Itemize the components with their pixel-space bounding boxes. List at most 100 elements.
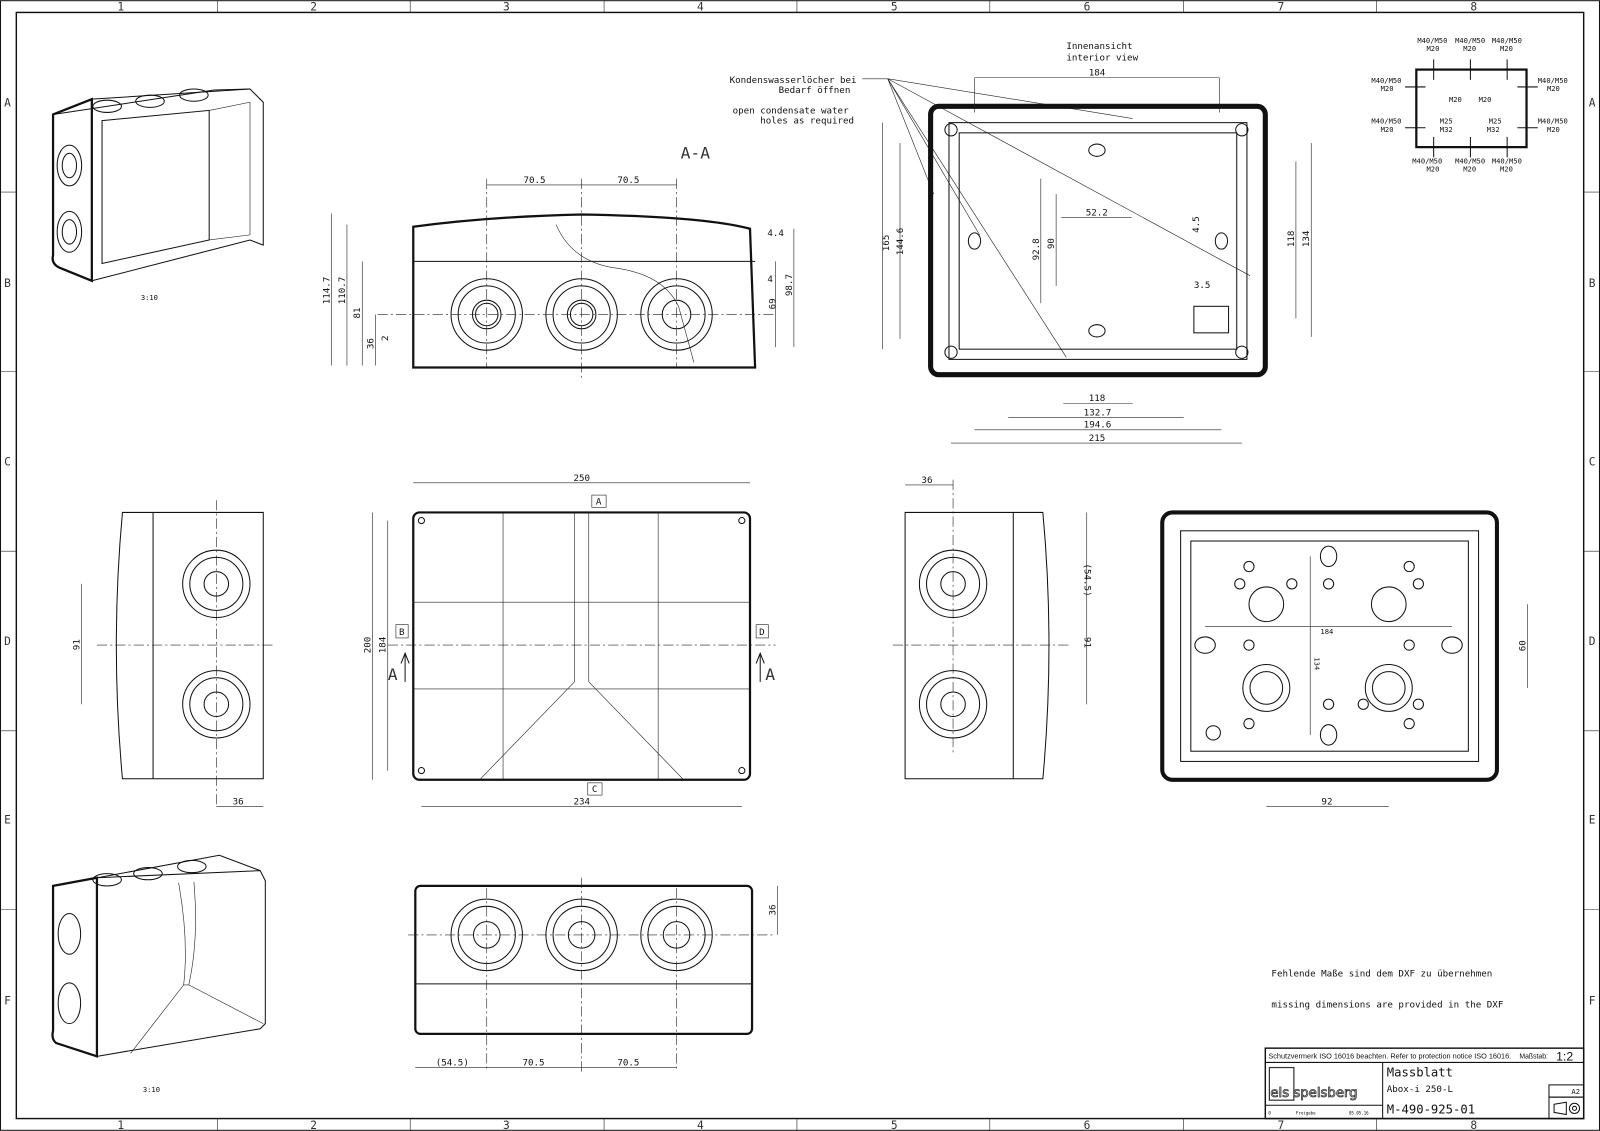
dimension: 98.7 [784,274,795,296]
section-marker: A [388,665,398,684]
entry-label: M40/M50 [1492,36,1522,45]
bottom-view: 184 134 60 92 [1160,510,1529,807]
dimension: 36 [233,796,244,807]
column-label: 3 [503,0,510,13]
dimension: 118 [1089,393,1106,404]
sheet-type: Massblatt [1387,1066,1453,1080]
column-label: 4 [697,1119,704,1131]
column-label: 7 [1278,0,1285,13]
entry-label: M20 [1463,44,1476,53]
dimension: 134 [1301,230,1312,247]
entry-label: M32 [1440,125,1453,134]
dimension: 91 [1082,637,1093,648]
dimension: 36 [365,338,376,349]
scale-label: 3:10 [143,1085,160,1094]
entry-label: M20 [1381,84,1394,93]
dimension: 92 [1321,796,1332,807]
entry-label: M20 [1427,165,1440,174]
entry-label: M20 [1381,125,1394,134]
column-label: 8 [1470,0,1477,13]
release-date: 05.05.16 [1349,1110,1369,1115]
left-side-view: 91 36 [72,500,276,807]
dimension: 4 [767,274,773,285]
dimension: 60 [1518,640,1529,651]
svg-text:els spelsberg: els spelsberg [1270,1086,1357,1101]
dimension: 132.7 [1084,408,1112,419]
row-label: C [1589,456,1596,469]
dimension: 165 [881,235,892,252]
condensate-note-en: holes as required [760,116,854,127]
column-label: 1 [117,0,124,13]
dimension: (54.5) [1082,563,1093,596]
condensate-note-en: open condensate water [733,105,849,116]
dimension: 92.8 [1031,238,1042,260]
dimension: 90 [1046,238,1057,249]
interior-title: Innenansicht [1066,41,1132,52]
entry-label: M20 [1547,84,1560,93]
datum-label: C [592,784,598,795]
row-label: E [1589,814,1596,827]
datum-label: D [759,627,765,638]
interior-view: Innenansicht interior view Kondenswasser… [730,41,1313,444]
isometric-view-closed: 3:10 [51,854,266,1094]
condensate-note: Kondenswasserlöcher bei [730,75,857,86]
scale-label: Maßstab: [1519,1052,1548,1060]
column-label: 4 [697,0,704,13]
dimension: 3.5 [1194,280,1211,291]
dimension: 184 [1320,627,1333,636]
dimension: 215 [1089,433,1106,444]
dimension: 134 [1312,657,1321,670]
isometric-view-open: 3:10 [51,88,264,302]
protection-notice: Schutzvermerk ISO 16016 beachten. Refer … [1268,1052,1511,1060]
front-view: (54.5) 70.5 70.5 36 [408,877,779,1072]
row-label: B [4,277,11,290]
dimension: 81 [352,308,363,319]
dimension: 70.5 [617,175,639,186]
scale-value: 1:2 [1556,1049,1573,1063]
entry-label: M25 [1489,117,1502,126]
column-label: 3 [503,1119,510,1131]
title-block: Schutzvermerk ISO 16016 beachten. Refer … [1264,1047,1585,1120]
note-de: Fehlende Maße sind dem DXF zu übernehmen [1271,969,1492,980]
product-name: Abox-i 250-L [1387,1084,1454,1095]
dimension: 250 [573,473,590,484]
dimension: 91 [72,639,83,650]
entry-label: M20 [1427,44,1440,53]
dimension: 194.6 [1084,420,1112,431]
column-label: 6 [1084,0,1091,13]
release-label: Freigabe [1296,1110,1316,1115]
dimension: 144.6 [895,228,906,256]
entry-label: M20 [1463,165,1476,174]
column-label: 5 [891,1119,898,1131]
row-label: F [4,994,11,1007]
row-label: D [1589,635,1596,648]
dimension: (54.5) [436,1058,469,1069]
entry-label: M40/M50 [1417,36,1447,45]
paper-size: A2 [1571,1087,1580,1096]
section-label: A-A [681,143,711,162]
row-label: F [1589,994,1596,1007]
row-label: A [4,96,11,109]
dimension: 118 [1286,231,1297,248]
dimension: 70.5 [522,1058,544,1069]
dimension: 70.5 [617,1058,639,1069]
entry-label: M20 [1547,125,1560,134]
column-label: 2 [310,0,317,13]
entry-label: M20 [1500,44,1513,53]
entry-label: M25 [1440,117,1453,126]
dimension: 184 [378,636,389,653]
dimension: 234 [573,796,590,807]
column-label: 1 [117,1119,124,1131]
column-label: 8 [1470,1119,1477,1131]
entry-label: M40/M50 [1538,76,1568,85]
entry-label: M40/M50 [1371,117,1401,126]
scale-label: 3:10 [141,293,158,302]
projection-symbol-icon [1553,1101,1581,1116]
row-label: A [1589,96,1596,109]
dimension: 110.7 [337,277,348,305]
condensate-note: Bedarf öffnen [779,85,851,96]
entry-label: M40/M50 [1492,156,1522,165]
dimension: 70.5 [523,175,545,186]
